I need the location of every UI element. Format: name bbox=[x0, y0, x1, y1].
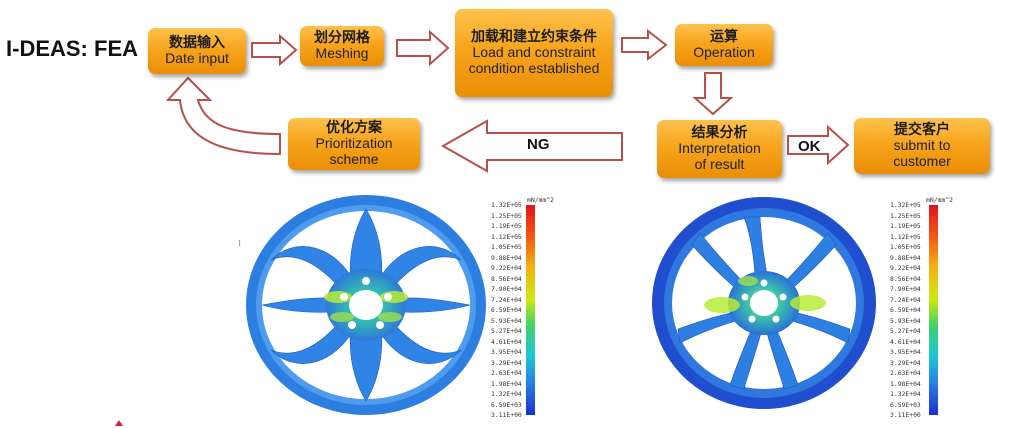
corner-mark bbox=[115, 420, 123, 426]
step-operation-en: Operation bbox=[693, 44, 755, 60]
colorbar-tick: 1.32E+04 bbox=[890, 390, 921, 398]
fea-plot-left: | bbox=[238, 195, 535, 415]
colorbar-tick: 1.05E+05 bbox=[890, 243, 921, 251]
colorbar-tick: 8.56E+04 bbox=[491, 274, 522, 283]
colorbar-tick: 1.98E+04 bbox=[491, 379, 522, 388]
step-meshing-en: Meshing bbox=[315, 45, 369, 61]
step-data-input: 数据输入 Date input bbox=[148, 28, 246, 74]
colorbar-tick: 9.88E+04 bbox=[491, 253, 522, 262]
colorbar-tick: 1.05E+05 bbox=[491, 243, 522, 251]
colorbar-tick: 6.59E+03 bbox=[890, 400, 921, 409]
colorbar-tick: 3.95E+04 bbox=[890, 348, 921, 356]
colorbar-tick: 1.32E+04 bbox=[491, 390, 522, 398]
colorbar-tick: 3.11E+00 bbox=[491, 411, 522, 419]
colorbar-tick: 1.32E+05 bbox=[491, 201, 522, 209]
colorbar-tick: 5.93E+04 bbox=[491, 316, 522, 325]
colorbar-tick: 1.12E+05 bbox=[890, 232, 921, 241]
ok-label: OK bbox=[798, 138, 821, 155]
wheel-right bbox=[652, 197, 876, 409]
colorbar-right bbox=[929, 205, 938, 415]
colorbar-tick: 1.25E+05 bbox=[491, 211, 522, 220]
step-prioritization-en2: scheme bbox=[329, 150, 379, 167]
colorbar-left bbox=[526, 205, 535, 415]
colorbar-tick: 6.59E+04 bbox=[491, 306, 522, 314]
colorbar-unit: mN/mm^2 bbox=[926, 196, 953, 204]
colorbar-unit: mN/mm^2 bbox=[527, 196, 554, 204]
arrow-input-to-meshing bbox=[251, 33, 298, 67]
colorbar-tick: 9.22E+04 bbox=[491, 264, 522, 272]
step-operation: 运算 Operation bbox=[675, 24, 773, 66]
step-prioritization-cn: 优化方案 bbox=[326, 120, 382, 137]
arrow-meshing-to-load bbox=[396, 29, 450, 67]
arrow-load-to-operation bbox=[621, 28, 668, 62]
colorbar-tick: 6.59E+04 bbox=[890, 306, 921, 314]
arrow-operation-to-interpretation bbox=[692, 72, 734, 116]
colorbar-tick: 9.22E+04 bbox=[890, 264, 921, 272]
colorbar-tick: 1.19E+05 bbox=[890, 222, 921, 230]
step-interpretation-cn: 结果分析 bbox=[691, 125, 748, 142]
colorbar-tick: 3.29E+04 bbox=[491, 358, 522, 367]
colorbar-tick: 6.59E+03 bbox=[491, 400, 522, 409]
colorbar-tick: 7.90E+04 bbox=[491, 285, 522, 293]
colorbar-tick: 9.88E+04 bbox=[890, 253, 921, 262]
arrow-ng bbox=[440, 119, 623, 173]
colorbar-tick: 5.93E+04 bbox=[890, 316, 921, 325]
colorbar-tick: 4.61E+04 bbox=[890, 337, 921, 346]
step-submit-en1: submit to bbox=[893, 137, 951, 154]
step-submit-cn: 提交客户 bbox=[894, 122, 950, 139]
colorbar-tick: 1.98E+04 bbox=[890, 379, 921, 388]
colorbar-tick: 5.27E+04 bbox=[491, 327, 522, 335]
step-load-en1: Load and constraint bbox=[472, 44, 596, 61]
colorbar-tick: 7.90E+04 bbox=[890, 285, 921, 293]
colorbar-tick: 3.95E+04 bbox=[491, 348, 522, 356]
colorbar-tick: 2.63E+04 bbox=[890, 369, 921, 377]
step-interpretation-en1: Interpretation bbox=[678, 140, 761, 157]
svg-text:|: | bbox=[238, 240, 242, 247]
colorbar-tick: 8.56E+04 bbox=[890, 274, 921, 283]
colorbar-tick: 7.24E+04 bbox=[890, 295, 921, 304]
ng-label: NG bbox=[527, 136, 550, 153]
arrow-ok bbox=[787, 124, 850, 166]
wheel-left bbox=[246, 195, 486, 415]
colorbar-tick: 3.29E+04 bbox=[890, 358, 921, 367]
step-operation-cn: 运算 bbox=[710, 28, 738, 45]
step-load-cn: 加载和建立约束条件 bbox=[471, 29, 597, 46]
step-data-input-en: Date input bbox=[165, 50, 229, 66]
colorbar-tick: 1.19E+05 bbox=[491, 222, 522, 230]
step-load-en2: condition established bbox=[468, 59, 600, 76]
colorbar-tick: 7.24E+04 bbox=[491, 295, 522, 304]
step-interpretation-en2: of result bbox=[694, 155, 745, 172]
colorbar-tick: 3.11E+00 bbox=[890, 411, 921, 419]
colorbar-tick: 2.63E+04 bbox=[491, 369, 522, 377]
step-meshing-cn: 划分网格 bbox=[314, 29, 370, 46]
fea-plot-right bbox=[652, 197, 938, 415]
step-meshing: 划分网格 Meshing bbox=[300, 26, 384, 66]
colorbar-tick: 1.32E+05 bbox=[890, 201, 921, 209]
colorbar-tick: 1.12E+05 bbox=[491, 232, 522, 241]
colorbar-tick: 4.61E+04 bbox=[491, 337, 522, 346]
page-title: I-DEAS: FEA bbox=[6, 36, 138, 61]
step-interpretation: 结果分析 Interpretation of result bbox=[657, 120, 782, 178]
step-submit: 提交客户 submit to customer bbox=[854, 118, 990, 174]
colorbar-tick: 5.27E+04 bbox=[890, 327, 921, 335]
step-submit-en2: customer bbox=[893, 152, 951, 169]
arrow-loop-back bbox=[165, 76, 281, 156]
step-load-constraint: 加载和建立约束条件 Load and constraint condition … bbox=[455, 9, 613, 97]
step-prioritization: 优化方案 Prioritization scheme bbox=[288, 118, 420, 170]
step-data-input-cn: 数据输入 bbox=[169, 34, 225, 51]
step-prioritization-en1: Prioritization bbox=[315, 135, 393, 152]
colorbar-tick: 1.25E+05 bbox=[890, 211, 921, 220]
